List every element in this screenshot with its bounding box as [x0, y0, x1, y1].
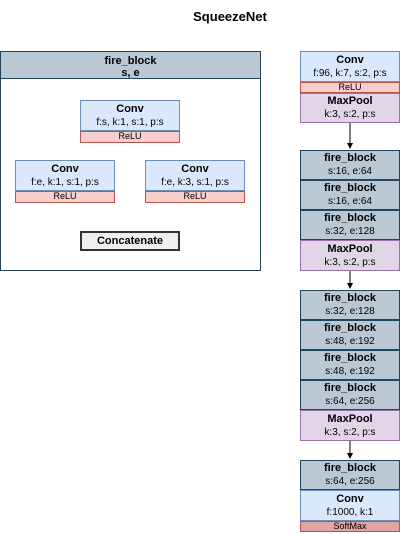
fire-block-header: fire_block s, e: [0, 51, 261, 79]
expand-left-conv: Conv f:e, k:1, s:1, p:s: [15, 160, 115, 191]
fire-block-params: s:32, e:128: [325, 226, 375, 237]
fire-block-params: s:32, e:128: [325, 306, 375, 317]
fire-block-node: fire_block s:32, e:128: [300, 210, 400, 240]
fire-block-header-params: s, e: [121, 67, 140, 79]
pool3-params: k:3, s:2, p:s: [324, 426, 376, 438]
expand-right-relu: ReLU: [145, 191, 245, 203]
fire-block-node: fire_block s:64, e:256: [300, 380, 400, 410]
conv1-name: Conv: [336, 53, 364, 66]
concatenate-node: Concatenate: [80, 231, 180, 251]
pool2-node: MaxPool k:3, s:2, p:s: [300, 240, 400, 271]
expand-right-conv-params: f:e, k:3, s:1, p:s: [161, 176, 229, 188]
pool3-name: MaxPool: [327, 412, 373, 425]
fire-block-name: fire_block: [324, 182, 376, 194]
fire-block-name: fire_block: [324, 292, 376, 304]
conv1-params: f:96, k:7, s:2, p:s: [313, 67, 387, 79]
fire-block-name: fire_block: [324, 322, 376, 334]
fire-block-params: s:16, e:64: [328, 196, 372, 207]
fire-block-name: fire_block: [324, 382, 376, 394]
conv-last-name: Conv: [336, 492, 364, 505]
fire-block-params: s:64, e:256: [325, 396, 375, 407]
conv1-relu: ReLU: [300, 82, 400, 93]
pool2-params: k:3, s:2, p:s: [324, 256, 376, 268]
expand-right-conv: Conv f:e, k:3, s:1, p:s: [145, 160, 245, 191]
diagram-title: SqueezeNet: [193, 9, 267, 24]
pool2-name: MaxPool: [327, 242, 373, 255]
squeeze-conv: Conv f:s, k:1, s:1, p:s: [80, 100, 180, 131]
expand-left-conv-params: f:e, k:1, s:1, p:s: [31, 176, 99, 188]
pool1-name: MaxPool: [327, 95, 373, 107]
softmax-activation: SoftMax: [300, 521, 400, 532]
fire-block-node: fire_block s:48, e:192: [300, 320, 400, 350]
squeeze-conv-name: Conv: [116, 102, 144, 115]
pool1-node: MaxPool k:3, s:2, p:s: [300, 93, 400, 123]
conv-last-node: Conv f:1000, k:1: [300, 490, 400, 521]
fire-block-header-name: fire_block: [104, 55, 157, 67]
fire-block-params: s:16, e:64: [328, 166, 372, 177]
expand-left-conv-name: Conv: [51, 162, 79, 175]
fire-block-last-node: fire_block s:64, e:256: [300, 460, 400, 490]
fire-block-name: fire_block: [324, 212, 376, 224]
fire-block-name: fire_block: [324, 352, 376, 364]
pool1-params: k:3, s:2, p:s: [324, 109, 376, 120]
fire-block-last-name: fire_block: [324, 462, 376, 474]
fire-block-node: fire_block s:16, e:64: [300, 180, 400, 210]
squeeze-conv-params: f:s, k:1, s:1, p:s: [96, 116, 164, 128]
conv-last-params: f:1000, k:1: [326, 506, 374, 518]
fire-block-params: s:48, e:192: [325, 366, 375, 377]
fire-block-node: fire_block s:32, e:128: [300, 290, 400, 320]
fire-block-node: fire_block s:16, e:64: [300, 150, 400, 180]
expand-left-relu: ReLU: [15, 191, 115, 203]
fire-block-node: fire_block s:48, e:192: [300, 350, 400, 380]
fire-block-name: fire_block: [324, 152, 376, 164]
expand-right-conv-name: Conv: [181, 162, 209, 175]
fire-block-params: s:48, e:192: [325, 336, 375, 347]
squeeze-relu: ReLU: [80, 131, 180, 143]
conv1-node: Conv f:96, k:7, s:2, p:s: [300, 51, 400, 82]
pool3-node: MaxPool k:3, s:2, p:s: [300, 410, 400, 441]
fire-block-last-params: s:64, e:256: [325, 476, 375, 487]
